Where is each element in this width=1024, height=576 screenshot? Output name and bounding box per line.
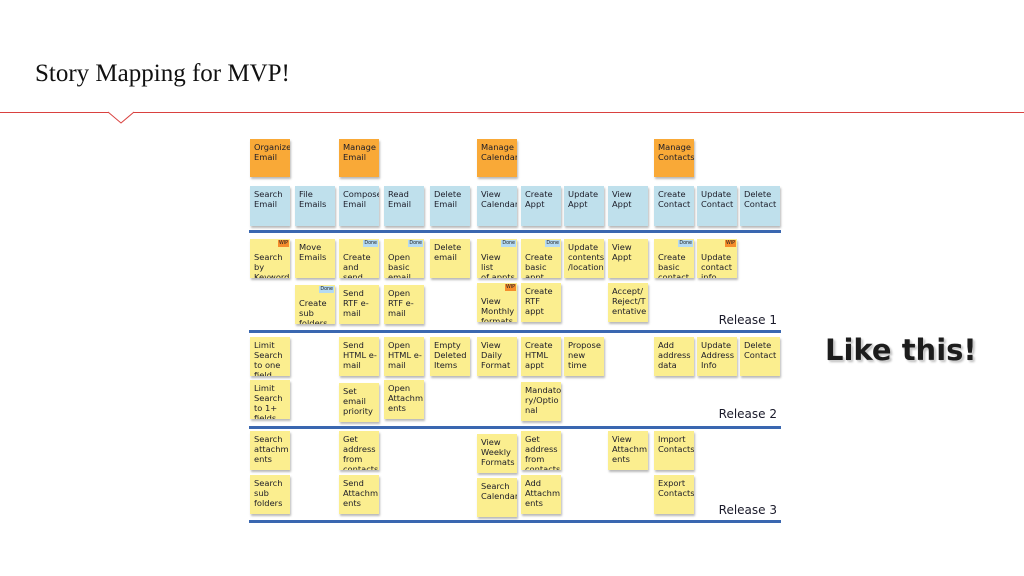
story-card: Create sub folders Done <box>295 285 335 324</box>
task-search-email: Search Email <box>250 186 290 226</box>
story-card: Send RTF e- mail <box>339 285 379 324</box>
activity-manage-contacts: Manage Contacts <box>654 139 694 177</box>
task-view-calendar: View Calendar <box>477 186 517 226</box>
story-label: Create and send basic email <box>343 252 371 278</box>
story-card: Propose new time <box>564 337 604 376</box>
release-label: Release 1 <box>718 313 777 327</box>
status-badge: WIP <box>504 284 516 291</box>
task-view-appt: View Appt <box>608 186 648 226</box>
story-card: Search attachm ents <box>250 431 290 470</box>
story-card: Set email priority <box>339 383 379 422</box>
story-card: Open RTF e- mail <box>384 285 424 324</box>
status-badge: WIP <box>277 240 289 247</box>
story-card: View Attachm ents <box>608 431 648 470</box>
story-card: Search Calendar <box>477 478 517 517</box>
story-card: Mandato ry/Optio nal <box>521 382 561 421</box>
story-label: Update contact info <box>701 252 733 278</box>
story-card: Create basic contact Done <box>654 239 694 278</box>
story-label: Search by Keyword <box>254 252 290 278</box>
task-compose-email: Compose Email <box>339 186 379 226</box>
story-card: Create basic appt Done <box>521 239 561 278</box>
story-card: Open basic email Done <box>384 239 424 278</box>
status-badge: Done <box>501 240 516 247</box>
title-rule <box>0 112 1024 113</box>
story-card: Create HTML appt <box>521 337 561 376</box>
story-label: View Monthly formats <box>481 296 515 322</box>
like-this-callout: Like this! <box>825 333 977 367</box>
release-divider <box>249 426 781 429</box>
story-card: Export Contacts <box>654 475 694 514</box>
slide-title: Story Mapping for MVP! <box>35 60 290 87</box>
story-card: Update contents /location <box>564 239 604 278</box>
story-label: View list of appts <box>481 252 515 278</box>
story-card: Get address from contacts <box>521 431 561 470</box>
activity-organize-email: Organize Email <box>250 139 290 177</box>
task-create-appt: Create Appt <box>521 186 561 226</box>
task-read-email: Read Email <box>384 186 424 226</box>
story-card: Limit Search to one field <box>250 337 290 376</box>
release-label: Release 3 <box>718 503 777 517</box>
rule-notch <box>108 111 134 124</box>
task-update-appt: Update Appt <box>564 186 604 226</box>
story-card: View Appt <box>608 239 648 278</box>
story-card: View Daily Format <box>477 337 517 376</box>
story-card: View Weekly Formats <box>477 434 517 473</box>
story-card: Search by Keyword WIP <box>250 239 290 278</box>
story-card: Add Attachm ents <box>521 475 561 514</box>
story-label: Create basic appt <box>525 252 553 278</box>
story-label: Create sub folders <box>299 298 328 324</box>
story-map-board: Organize Email Manage Email Manage Calen… <box>245 133 785 525</box>
task-delete-contact: Delete Contact <box>740 186 780 226</box>
release-divider <box>249 330 781 333</box>
story-card: Delete Contact <box>740 337 780 376</box>
task-create-contact: Create Contact <box>654 186 694 226</box>
activity-manage-email: Manage Email <box>339 139 379 177</box>
story-card: Search sub folders <box>250 475 290 514</box>
status-badge: Done <box>408 240 423 247</box>
story-card: View list of appts Done <box>477 239 517 278</box>
story-card: Create RTF appt <box>521 283 561 322</box>
story-card: Update Address Info <box>697 337 737 376</box>
story-card: Move Emails <box>295 239 335 278</box>
story-card: View Monthly formats WIP <box>477 283 517 322</box>
task-delete-email: Delete Email <box>430 186 470 226</box>
task-update-contact: Update Contact <box>697 186 737 226</box>
status-badge: Done <box>678 240 693 247</box>
story-label: Create basic contact <box>658 252 690 278</box>
story-card: Get address from contacts <box>339 431 379 470</box>
story-card: Add address data <box>654 337 694 376</box>
release-divider <box>249 520 781 523</box>
story-card: Accept/ Reject/T entative <box>608 283 648 322</box>
task-file-emails: File Emails <box>295 186 335 226</box>
story-card: Import Contacts <box>654 431 694 470</box>
story-card: Create and send basic email Done <box>339 239 379 278</box>
status-badge: Done <box>363 240 378 247</box>
release-label: Release 2 <box>718 407 777 421</box>
story-card: Open Attachm ents <box>384 380 424 419</box>
story-card: Limit Search to 1+ fields <box>250 380 290 419</box>
release-divider <box>249 230 781 233</box>
status-badge: Done <box>319 286 334 293</box>
story-card: Empty Deleted Items <box>430 337 470 376</box>
story-card: Open HTML e- mail <box>384 337 424 376</box>
status-badge: WIP <box>724 240 736 247</box>
story-card: Send Attachm ents <box>339 475 379 514</box>
story-card: Delete email <box>430 239 470 278</box>
activity-manage-calendar: Manage Calendar <box>477 139 517 177</box>
story-card: Send HTML e- mail <box>339 337 379 376</box>
status-badge: Done <box>545 240 560 247</box>
story-label: Open basic email <box>388 252 411 278</box>
story-card: Update contact info WIP <box>697 239 737 278</box>
